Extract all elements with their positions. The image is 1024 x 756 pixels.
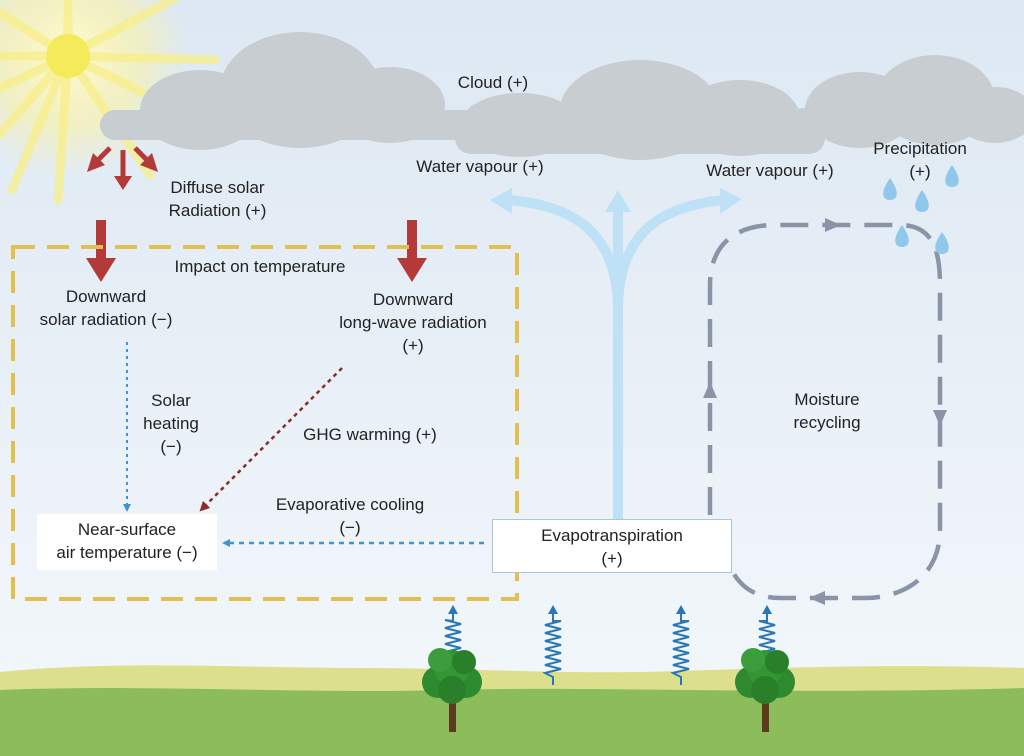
near-surface-line2: air temperature (−): [56, 543, 198, 562]
solar-heating-line2: heating: [143, 414, 199, 433]
moisture-recycling-line1: Moisture: [794, 390, 860, 409]
downward-solar-line2: solar radiation (−): [39, 310, 173, 329]
precipitation-line1: Precipitation: [873, 139, 967, 158]
cloud-label: Cloud (+): [457, 73, 529, 92]
near-surface-label: Near-surface air temperature (−): [37, 518, 217, 564]
solar-heating-line3: (−): [160, 437, 182, 456]
cloud-left: [100, 32, 480, 150]
evapotranspiration-line2: (+): [601, 549, 623, 568]
evapotranspiration-coils: [442, 605, 776, 685]
solar-heating-label: Solar heating (−): [135, 389, 207, 458]
tree-left: [422, 648, 482, 732]
cloud-right: [790, 55, 1024, 148]
diffuse-solar-label: Diffuse solar Radiation (+): [150, 176, 285, 222]
evaporative-cooling-line2: (−): [339, 518, 361, 537]
ghg-warming-label: GHG warming (+): [303, 425, 437, 444]
downward-longwave-arrow: [397, 220, 427, 282]
cloud-middle: [455, 60, 825, 160]
moisture-recycling-line2: recycling: [793, 413, 861, 432]
water-vapour-left-label: Water vapour (+): [416, 157, 544, 176]
coil-arrowhead-3: [676, 605, 686, 614]
downward-longwave-line1: Downward: [372, 290, 454, 309]
ghg-warming-arrow: [199, 367, 343, 512]
water-vapour-arrowheads: [490, 188, 742, 214]
diffuse-solar-line2: Radiation (+): [168, 201, 267, 220]
downward-solar-label: Downward solar radiation (−): [18, 285, 194, 331]
impact-on-temperature-label: Impact on temperature: [174, 257, 346, 276]
coil-arrowhead-1: [448, 605, 458, 614]
evapotranspiration-box: [492, 519, 732, 573]
water-vapour-arrows: [503, 195, 730, 525]
diffuse-solar-arrows: [87, 146, 158, 190]
near-surface-box: [37, 514, 217, 570]
coil-3: [670, 611, 690, 685]
evaporative-cooling-line1: Evaporative cooling: [275, 495, 425, 514]
downward-solar-arrow: [86, 220, 116, 282]
coil-2: [542, 611, 562, 685]
downward-longwave-line2: long-wave radiation: [339, 313, 487, 332]
recycling-arrowheads: [703, 218, 947, 605]
impact-box: [11, 245, 519, 601]
moisture-recycling-label: Moisture recycling: [770, 388, 884, 434]
downward-longwave-label: Downward long-wave radiation (+): [318, 288, 508, 357]
grass-ground: [0, 688, 1024, 756]
coil-arrowhead-2: [548, 605, 558, 614]
precipitation-line2: (+): [909, 162, 931, 181]
water-vapour-right-label: Water vapour (+): [706, 161, 834, 180]
coil-arrowhead-4: [762, 605, 772, 614]
downward-solar-line1: Downward: [65, 287, 147, 306]
downward-longwave-line3: (+): [402, 336, 424, 355]
evaporative-cooling-label: Evaporative cooling (−): [255, 493, 445, 539]
diffuse-solar-line1: Diffuse solar: [170, 178, 265, 197]
evapotranspiration-line1: Evapotranspiration: [541, 526, 683, 545]
tree-right: [735, 648, 795, 732]
near-surface-line1: Near-surface: [77, 520, 177, 539]
precipitation-label: Precipitation (+): [855, 137, 985, 183]
solar-heating-line1: Solar: [151, 391, 191, 410]
evapotranspiration-label: Evapotranspiration (+): [492, 524, 732, 570]
raindrop-icons: [883, 165, 959, 254]
